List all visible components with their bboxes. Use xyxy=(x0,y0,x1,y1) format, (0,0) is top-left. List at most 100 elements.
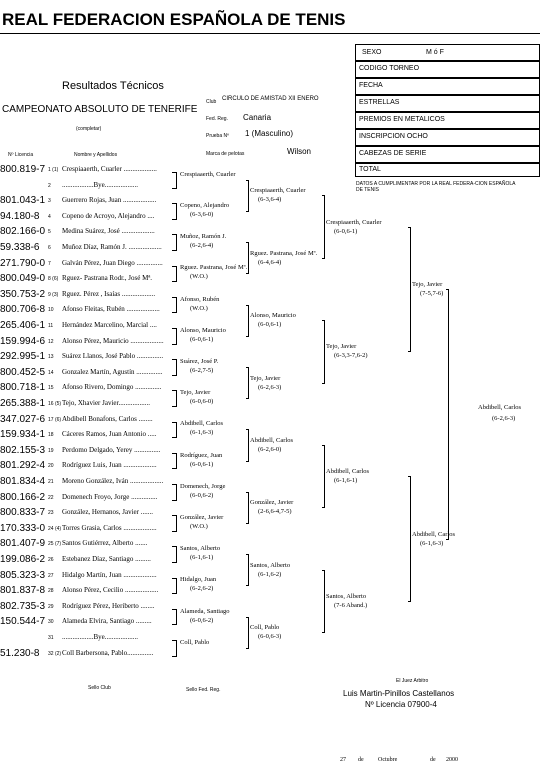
bracket-line xyxy=(176,359,177,376)
draw-position: 16 (5) xyxy=(48,401,62,407)
estrellas-label: ESTRELLAS xyxy=(359,99,400,106)
round3-score: (6-0,6-3) xyxy=(258,633,282,641)
bracket-line xyxy=(408,226,410,228)
player-name: Rguez- Pastrana Rodr., José Mª. xyxy=(62,274,153,283)
judge-name: Luis Martin-Pinillos Castellanos xyxy=(343,689,455,698)
bracket-line xyxy=(172,218,176,220)
sexo-row: SEXO M ó F xyxy=(355,44,540,61)
player-license: 800.706-8 xyxy=(0,304,46,316)
bracket-line xyxy=(246,460,248,462)
bracket-line xyxy=(448,289,449,540)
round3-winner: Tejo, Javier xyxy=(250,374,281,382)
draw-position: 15 xyxy=(48,385,54,392)
round2-score: (6-3,6-0) xyxy=(190,211,214,218)
date-day: 27 xyxy=(340,757,346,763)
codigo-row: CODIGO TORNEO xyxy=(355,61,540,78)
round2-winner: Alameda, Santiago xyxy=(180,607,230,615)
date-de-2: de xyxy=(430,757,436,763)
bracket-line xyxy=(248,616,249,649)
bracket-line xyxy=(172,624,176,626)
bracket-line xyxy=(322,445,324,446)
player-license: 801.834-4 xyxy=(0,476,46,487)
player-license: 271.790-0 xyxy=(0,257,46,269)
player-name: Medina Suárez, José ................... xyxy=(62,227,155,236)
round2-winner: Coll, Pablo xyxy=(180,638,210,646)
bracket-line xyxy=(172,234,176,236)
bracket-line xyxy=(248,554,249,587)
federation-note: DATOS A CUMPLIMENTAR POR LA REAL FEDERA-… xyxy=(356,181,516,193)
round3-score: (6-4,6-4) xyxy=(258,258,282,266)
fed-value: Canaria xyxy=(243,113,272,122)
player-name: Rodríguez Pérez, Heriberto ........ xyxy=(62,601,155,610)
bracket-line xyxy=(246,242,248,244)
bracket-line xyxy=(176,421,177,439)
player-license: 59.338-6 xyxy=(0,242,40,253)
bracket-line xyxy=(246,367,248,368)
round2-score: (6-1,6-3) xyxy=(190,429,214,437)
draw-position: 2 xyxy=(48,182,51,189)
player-name: Hidalgo Martín, Juan ................... xyxy=(62,570,157,579)
bracket-line xyxy=(176,296,177,314)
draw-position: 11 xyxy=(48,323,54,329)
round3-winner: Santos, Alberto xyxy=(250,561,291,569)
quarters-winner: Abdibell, Carlos xyxy=(326,468,369,476)
player-name: Alonso Pérez, Cecilio ..................… xyxy=(62,586,159,595)
bracket-line xyxy=(322,320,324,322)
date-de-1: de xyxy=(358,757,364,763)
bracket-line xyxy=(322,195,324,197)
bracket-line xyxy=(172,312,176,314)
round2-winner: Alonso, Mauricio xyxy=(180,326,226,334)
total-label: TOTAL xyxy=(359,166,381,173)
player-license: 199.086-2 xyxy=(0,554,46,565)
player-name: Copeno de Acroyo, Alejandro .... xyxy=(62,211,155,220)
player-name: Hernández Marcelino, Marcial .... xyxy=(62,321,157,329)
bracket-line xyxy=(176,452,177,470)
draw-position: 29 xyxy=(48,603,54,610)
round2-score: (6-0,6-1) xyxy=(190,335,214,343)
round2-score: (W.O.) xyxy=(190,523,208,530)
bracket-line xyxy=(246,398,248,400)
draw-position: 14 xyxy=(48,369,54,376)
quarters-score: (6-1,6-1) xyxy=(334,477,358,485)
bracket-line xyxy=(324,320,325,384)
bracket-line xyxy=(246,304,248,306)
bracket-line xyxy=(248,242,249,275)
section-title: Resultados Técnicos xyxy=(62,80,164,92)
round3-score: (2-6,6-4,7-5) xyxy=(258,508,292,516)
final-score: (6-2,6-3) xyxy=(492,414,516,422)
bracket-line xyxy=(408,601,410,602)
bracket-line xyxy=(248,304,249,337)
bracket-line xyxy=(246,585,248,587)
player-name: Rguez. Pérez , Isaías ..................… xyxy=(62,289,156,298)
bracket-line xyxy=(176,390,177,407)
bracket-line xyxy=(172,640,176,641)
bracket-line xyxy=(176,515,177,532)
player-name: Afonso Rivero, Domingo ............... xyxy=(62,383,162,392)
player-license: 800.452-5 xyxy=(0,366,46,378)
round2-winner: Domenech, Jorge xyxy=(180,482,226,490)
round2-winner: Rguez. Pastrana, José Mª. xyxy=(180,264,248,272)
fecha-row: FECHA xyxy=(355,78,540,95)
column-names: Nombre y Apellidos xyxy=(74,152,118,158)
round2-score: (W.O.) xyxy=(190,273,208,281)
bracket-line xyxy=(322,257,324,259)
total-row: TOTAL xyxy=(355,163,540,177)
judge-label: El Juez Arbitro xyxy=(396,678,429,684)
round2-score: (6-0,6-2) xyxy=(190,491,214,499)
bracket-line xyxy=(172,499,176,501)
player-license: 170.333-0 xyxy=(0,522,46,534)
event-label: Prueba Nº xyxy=(206,133,229,139)
sexo-value: M ó F xyxy=(426,49,444,56)
round3-winner: González, Javier xyxy=(250,499,294,507)
round2-winner: Afonso, Rubén xyxy=(180,295,220,303)
stamp-fed-label: Sello Fed. Reg. xyxy=(186,687,221,693)
draw-position: 10 xyxy=(48,307,54,314)
draw-position: 30 xyxy=(48,619,54,626)
round3-score: (6-2,6-3) xyxy=(258,383,282,391)
player-name: Guerrero Rojas, Juan ................... xyxy=(62,196,157,205)
draw-position: 26 xyxy=(48,557,54,563)
bracket-line xyxy=(322,507,324,509)
bracket-line xyxy=(172,359,176,361)
round2-score: (6-2,7-5) xyxy=(190,367,214,374)
player-name: Gonzalez Martín, Agustín ............... xyxy=(62,367,163,376)
